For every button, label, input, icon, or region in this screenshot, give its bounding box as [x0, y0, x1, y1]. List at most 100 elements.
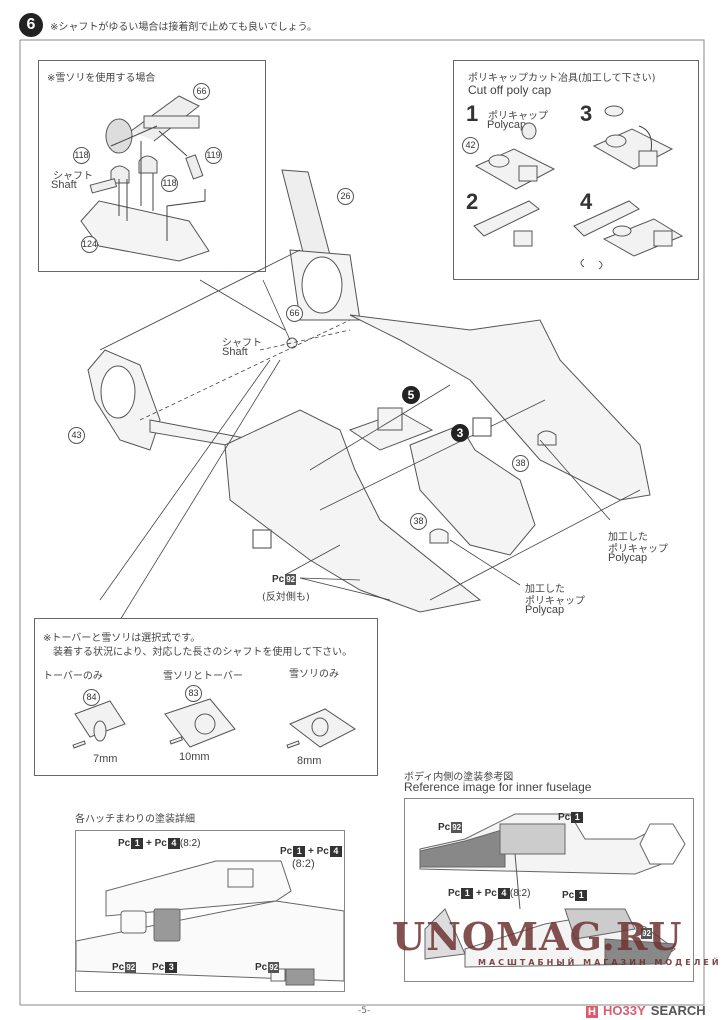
processed-polycap-jp-a: 加工した [608, 532, 648, 543]
shaft-length-10mm: 10mm [179, 751, 210, 763]
paint-color-92: 92 [268, 962, 280, 973]
brand-icon: H [586, 1006, 598, 1018]
paint-color-92: 92 [641, 928, 652, 939]
processed-polycap-jp2-b: ポリキャップ [525, 596, 585, 607]
processed-polycap-en-a: Polycap [608, 552, 648, 564]
polycap-jig-drawing [473, 105, 684, 270]
plus-sign: + [308, 846, 314, 857]
paint-color-1: 1 [461, 888, 474, 899]
jig-step-3: 3 [580, 101, 593, 126]
polycap-jig-title-jp: ポリキャップカット冶具(加工して下さい) [468, 73, 656, 84]
snow-sled-drawing [80, 95, 230, 271]
inner-fuselage-drawing [419, 813, 686, 968]
mix-ratio: (8:2) [509, 888, 531, 899]
subassembly-3-ref: 3 [451, 424, 469, 442]
inner-fuselage-title-en: Reference image for inner fuselage [404, 780, 592, 794]
part-84-label: 84 [83, 689, 100, 706]
part-66-label: 66 [193, 83, 210, 100]
snow-sled-box: ※雪ソリを使用する場合 66 118 118 119 124 シャフト Shaf… [38, 60, 266, 272]
paint-color-92: 92 [451, 822, 463, 833]
processed-polycap-jp-b: 加工した [525, 584, 565, 595]
step-note: ※シャフトがゆるい場合は接着剤で止めても良いでしょう。 [50, 22, 317, 33]
snow-sled-title: ※雪ソリを使用する場合 [47, 73, 156, 84]
plus-sign: + [146, 838, 152, 849]
shaft-label-en: Shaft [51, 179, 77, 191]
polycap-label-en: Polycap [487, 119, 527, 131]
inner-fuselage-title-jp: ボディ内側の塗装参考図 [404, 772, 514, 783]
part-38-label-a: 38 [512, 455, 529, 472]
part-43-label: 43 [68, 427, 85, 444]
part-124-label: 124 [81, 236, 98, 253]
jig-step-1: 1 [466, 101, 479, 126]
watermark-subtitle: МАСШТАБНЫЙ МАГАЗИН МОДЕЛЕЙ [478, 958, 722, 967]
inner-callout-92-bottom: 92 [640, 928, 652, 939]
paint-color-4: 4 [497, 888, 510, 899]
polycap-jig-title-en: Cut off poly cap [468, 83, 552, 97]
paint-prefix: Pc [152, 962, 165, 973]
paint-color-4: 4 [329, 846, 342, 857]
paint-prefix: Pc [316, 846, 329, 857]
paint-prefix: Pc [112, 962, 125, 973]
paint-color-3: 3 [165, 962, 178, 973]
brand-hobby: HO33Y [603, 1003, 646, 1018]
hatch-detail-title: 各ハッチまわりの塗装詳細 [75, 814, 195, 825]
shaft-length-8mm: 8mm [297, 755, 322, 767]
paint-color-92: 92 [125, 962, 137, 973]
paint-color-1: 1 [293, 846, 306, 857]
options-box: ※トーバーと雪ソリは選択式です。 装着する状況により、対応した長さのシャフトを使… [34, 618, 378, 776]
option-label-towbar: トーバーのみ [43, 671, 103, 682]
option-label-sled: 雪ソリのみ [289, 669, 339, 680]
processed-polycap-jp2-a: ポリキャップ [608, 544, 668, 555]
paint-prefix: Pc [558, 812, 571, 823]
shaft-length-7mm: 7mm [93, 753, 118, 765]
watermark-logo: UNOMAG.RU [392, 914, 683, 959]
part-118-label: 118 [73, 147, 90, 164]
paint-prefix: Pc [154, 838, 167, 849]
main-shaft-label-jp: シャフト [222, 338, 262, 349]
part-83-label: 83 [185, 685, 202, 702]
jig-step-2: 2 [466, 189, 479, 214]
paint-prefix: Pc [438, 822, 451, 833]
mix-ratio: (8:2) [179, 838, 201, 849]
polycap-jig-box: ポリキャップカット冶具(加工して下さい) Cut off poly cap 1 … [453, 60, 699, 280]
polycap-label-jp: ポリキャップ [488, 111, 548, 122]
page-number: -5- [358, 1006, 371, 1016]
options-drawings [72, 698, 356, 749]
paint-color-1: 1 [131, 838, 144, 849]
shaft-label-jp: シャフト [53, 171, 93, 182]
paint-color-4: 4 [167, 838, 180, 849]
paint-color-1: 1 [571, 812, 584, 823]
jig-step-4: 4 [580, 189, 593, 214]
part-119-label: 119 [205, 147, 222, 164]
part-42-label: 42 [462, 137, 479, 154]
option-label-sled-towbar: 雪ソリとトーバー [163, 671, 243, 682]
brand-search: SEARCH [650, 1003, 706, 1018]
subassembly-5-ref: 5 [402, 386, 420, 404]
paint-color-1: 1 [575, 890, 588, 901]
part-38-label-b: 38 [410, 513, 427, 530]
part-26-label: 26 [337, 188, 354, 205]
part-66-main-label: 66 [286, 305, 303, 322]
plus-sign: + [476, 888, 482, 899]
hatch-detail-box [75, 830, 345, 992]
hatch-callout-2-ratio: (8:2) [292, 858, 315, 870]
processed-polycap-en-b: Polycap [525, 604, 565, 616]
paint-ref-note: (反対側も) [262, 592, 310, 603]
main-shaft-label-en: Shaft [222, 346, 248, 358]
paint-prefix: Pc [118, 838, 131, 849]
paint-prefix: Pc [562, 890, 575, 901]
paint-prefix: Pc [484, 888, 497, 899]
part-118-label-b: 118 [161, 175, 178, 192]
